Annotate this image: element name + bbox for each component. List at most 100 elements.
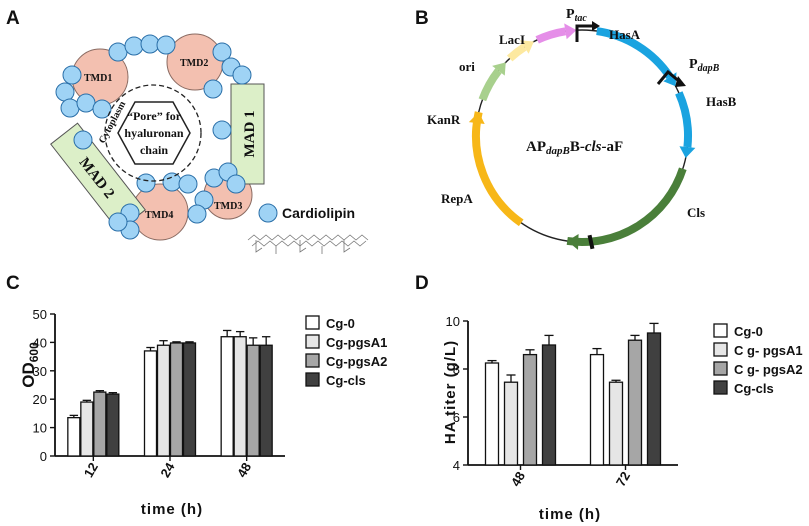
pore-dashed-circle: [104, 84, 202, 182]
gene-arcs: [468, 23, 696, 250]
cardiolipin-molecule: [226, 174, 246, 194]
cardiolipin-molecule: [232, 65, 252, 85]
cardiolipin-molecule: [62, 65, 82, 85]
bar-cg-pgsa2: [246, 344, 260, 457]
cardiolipin-molecule: [108, 212, 128, 232]
pore-label-line3: chain: [140, 143, 168, 157]
bar-cg-pgsa2: [93, 391, 107, 457]
cardiolipin-molecule: [140, 34, 160, 54]
legend-label: Cg-0: [734, 324, 763, 339]
gene-label-hasa: HasA: [609, 27, 641, 42]
bar-cg-0: [220, 336, 234, 457]
legend-label: Cg-0: [326, 316, 355, 331]
chart-d-ylabel: HA titer (g/L): [442, 340, 459, 444]
bar-cg-pgsa1: [503, 381, 519, 466]
gene-arc-cls: [566, 167, 687, 250]
bar-cg-pgsa1: [156, 344, 171, 457]
legend-label: Cg-pgsA2: [326, 354, 387, 369]
cardiolipin-molecule: [187, 204, 207, 224]
bar-cg-cls: [182, 342, 197, 457]
mad1-label: MAD 1: [242, 110, 258, 157]
panel-a-letter: A: [6, 8, 20, 29]
panel-c-letter: C: [6, 273, 20, 294]
legend-swatch: [713, 323, 728, 338]
y-tick-label: 6: [453, 410, 460, 425]
bar-cg-0: [589, 353, 605, 466]
cardiolipin-molecule: [73, 130, 93, 150]
cardiolipin-molecule: [212, 120, 232, 140]
legend-label: C g- pgsA2: [734, 362, 803, 377]
legend-label: Cg-cls: [326, 373, 366, 388]
y-tick-label: 10: [446, 314, 460, 329]
y-tick-label: 40: [33, 335, 47, 350]
bar-cg-0: [143, 350, 158, 457]
tmd3-label: TMD3: [214, 201, 242, 212]
gene-label-cls: Cls: [687, 205, 705, 220]
x-tick-label: 48: [508, 469, 528, 489]
chart-c-xlabel: time (h): [141, 501, 203, 518]
panel-a: A TMD1 TMD2 TMD3 TMD4 MAD 1 MAD 2: [6, 8, 369, 254]
bar-cg-cls: [259, 344, 273, 457]
gene-label-hasb: HasB: [706, 94, 737, 109]
y-tick-label: 50: [33, 307, 47, 322]
y-tick-label: 30: [33, 364, 47, 379]
legend-swatch: [305, 353, 320, 368]
cardiolipin-molecule: [76, 93, 96, 113]
gene-label-repa: RepA: [441, 191, 473, 206]
y-tick-label: 0: [40, 449, 47, 464]
x-tick-label: 72: [613, 469, 633, 489]
cardiolipin-molecule: [92, 99, 112, 119]
cardiolipin-legend-label: Cardiolipin: [282, 205, 355, 221]
promoter-pdapb: [656, 69, 686, 87]
bar-cg-cls: [541, 344, 557, 466]
promoter-ptac: [575, 21, 600, 42]
bar-cg-pgsa1: [80, 401, 94, 457]
bar-cg-pgsa1: [608, 381, 624, 466]
tmd2-label: TMD2: [180, 58, 208, 69]
gene-arc-kanr: [478, 62, 506, 102]
gene-label-ori: ori: [459, 59, 475, 74]
legend-swatch: [713, 342, 728, 357]
y-tick-label: 10: [33, 421, 47, 436]
mad1-domain: MAD 1: [230, 83, 265, 185]
pore-label-line1: “Pore” for: [127, 109, 182, 123]
cardiolipin-structure-drawing: [247, 234, 369, 254]
panel-b-letter: B: [415, 8, 429, 29]
cardiolipin-molecule: [55, 82, 75, 102]
cardiolipin-molecule: [178, 174, 198, 194]
pore-label-line2: hyaluronan: [124, 126, 183, 140]
cardiolipin-molecule: [162, 172, 182, 192]
gene-arc-repa: [468, 111, 524, 227]
bar-cg-0: [484, 362, 500, 466]
legend-swatch: [305, 315, 320, 330]
cardiolipin-molecule: [156, 35, 176, 55]
y-tick-label: 4: [453, 458, 460, 473]
bar-cg-pgsa2: [627, 339, 643, 466]
legend-swatch: [305, 372, 320, 387]
bar-cg-pgsa2: [522, 353, 538, 466]
ptac-label: Ptac: [566, 7, 587, 24]
x-tick-label: 24: [157, 459, 178, 480]
cardiolipin-ring: [55, 34, 252, 240]
cardiolipin-legend-symbol: [258, 203, 278, 223]
cardiolipin-molecule: [203, 79, 223, 99]
y-tick-label: 8: [453, 362, 460, 377]
bar-cg-cls: [106, 393, 120, 457]
bar-cg-pgsa1: [233, 336, 247, 457]
gene-label-laci: LacI: [499, 32, 525, 47]
gene-arc-laci: [535, 23, 577, 44]
legend-label: Cg-pgsA1: [326, 335, 387, 350]
y-tick-label: 20: [33, 392, 47, 407]
bar-cg-0: [67, 417, 81, 457]
panel-d-letter: D: [415, 273, 429, 294]
panel-b: B Ptac PdapB HasA HasB Cls RepA KanR ori…: [415, 7, 737, 250]
legend-swatch: [713, 361, 728, 376]
x-tick-label: 12: [81, 460, 101, 480]
legend-label: C g- pgsA1: [734, 343, 803, 358]
